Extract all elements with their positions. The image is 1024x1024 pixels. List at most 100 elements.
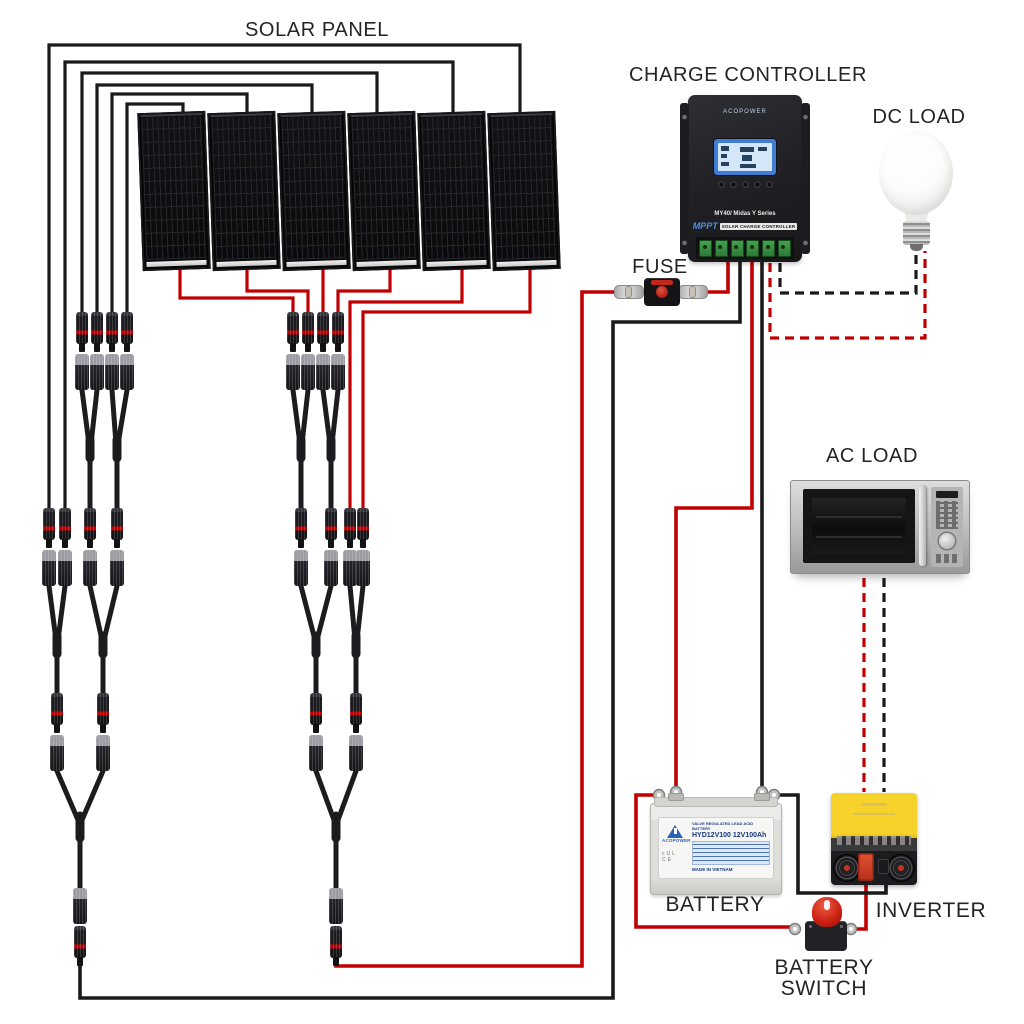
fuse-button	[656, 286, 668, 298]
wire-segment	[361, 262, 532, 510]
mc4-connector-female	[324, 550, 338, 586]
battery-switch-label-line2: SWITCH	[780, 977, 868, 1000]
inverter-negative-terminal	[878, 859, 889, 874]
microwave-lower-buttons	[936, 554, 958, 563]
panel-frame-foot	[426, 259, 487, 268]
panel-cells	[211, 115, 277, 261]
mc4-connector-female	[286, 354, 300, 390]
controller-button	[729, 181, 737, 188]
solar-panel-4	[347, 110, 421, 272]
controller-brand: ACOPOWER	[723, 109, 767, 115]
mc4-connector-male	[295, 508, 307, 548]
controller-button	[717, 181, 725, 188]
controller-terminal	[746, 239, 760, 257]
lcd-panel-icon	[721, 146, 729, 151]
mc4-connector-female	[83, 550, 97, 586]
mc4-connector-female	[329, 888, 343, 924]
solar-panel-3	[277, 110, 351, 272]
mc4-connector-male	[287, 312, 299, 352]
battery: ACOPOWER cUL CE VALVE REGULATED LEAD ACI…	[650, 793, 782, 895]
fuse-left-connector	[614, 285, 644, 299]
microwave-handle	[919, 486, 926, 566]
wire-segment	[80, 71, 379, 315]
wire-segment	[88, 387, 100, 447]
bulb-screw-base	[903, 221, 930, 245]
wire-segment	[335, 768, 359, 823]
inverter-fan-left	[834, 855, 860, 881]
mc4-connector-male	[106, 312, 118, 352]
mc4-connector-male	[310, 693, 322, 733]
battery-spec-box	[692, 841, 770, 865]
mc4-connector-male	[317, 312, 329, 352]
mc4-connector-male	[121, 312, 133, 352]
wire-segment	[79, 387, 92, 447]
mc4-connector-male	[330, 926, 342, 966]
dc-load-label: DC LOAD	[872, 106, 966, 128]
ac-load-microwave	[790, 480, 970, 574]
panel-cells	[141, 115, 207, 261]
controller-button	[765, 181, 773, 188]
controller-badge: MPPT SOLAR CHARGE CONTROLLER	[688, 221, 802, 231]
mc4-connector-female	[294, 550, 308, 586]
wire-segment	[776, 793, 888, 895]
microwave-display	[936, 491, 958, 498]
mc4-connector-female	[309, 735, 323, 771]
solar-panel-6	[487, 110, 561, 272]
controller-button	[741, 181, 749, 188]
wire-segment	[348, 258, 464, 510]
wire-segment	[110, 92, 249, 315]
mc4-connector-female	[58, 550, 72, 586]
controller-model: MY40/ Midas Y Series	[714, 211, 776, 217]
mc4-connector-male	[344, 508, 356, 548]
battery-positive-post	[668, 793, 684, 801]
wire-segment	[245, 258, 310, 315]
charge-controller-label: CHARGE CONTROLLER	[628, 64, 868, 86]
mc4-connector-female	[42, 550, 56, 586]
wire-segment	[853, 884, 868, 931]
wire-segment	[87, 583, 105, 643]
mc4-connector-male	[332, 312, 344, 352]
panel-cells	[351, 115, 417, 261]
wire-segment	[46, 583, 59, 643]
wire-segment	[768, 251, 927, 340]
controller-mount-ear-right	[801, 103, 810, 254]
wire-segment	[290, 387, 303, 447]
acopower-logo-icon-stripe	[673, 828, 677, 834]
controller-mount-ear-left	[680, 103, 689, 254]
mc4-connector-male	[76, 312, 88, 352]
wire-segment	[298, 583, 318, 643]
mc4-connector-female	[331, 354, 345, 390]
mc4-connector-male	[59, 508, 71, 548]
fuse-right-connector	[678, 285, 708, 299]
controller-terminal	[762, 239, 776, 257]
wire-segment	[329, 387, 341, 447]
mc4-connector-male	[43, 508, 55, 548]
mc4-connector-female	[90, 354, 104, 390]
wire-segment	[634, 793, 793, 929]
mc4-connector-female	[105, 354, 119, 390]
battery-label-text: VALVE REGULATED LEAD ACID BATTERY HYD12V…	[692, 821, 770, 872]
mc4-connector-male	[357, 508, 369, 548]
panel-frame-foot	[356, 259, 417, 268]
battery-brand-logo: ACOPOWER	[662, 825, 691, 843]
mc4-connector-female	[73, 888, 87, 924]
microwave-shelf-line	[816, 516, 902, 518]
battery-label-sticker: ACOPOWER cUL CE VALVE REGULATED LEAD ACI…	[658, 817, 774, 879]
microwave-door	[803, 489, 915, 563]
microwave-window	[812, 498, 906, 554]
wire-segment	[47, 43, 522, 510]
panel-frame-foot	[146, 259, 207, 268]
wire-segment	[109, 387, 119, 447]
mc4-connector-female	[301, 354, 315, 390]
mc4-connector-male	[97, 693, 109, 733]
wire-segment	[320, 387, 333, 447]
wire-segment	[704, 262, 730, 294]
battery-brand-text: ACOPOWER	[662, 838, 691, 843]
wire-segment	[101, 583, 120, 643]
battery-type-text: VALVE REGULATED LEAD ACID BATTERY	[692, 821, 754, 831]
wire-segment	[354, 583, 366, 643]
inverter-spec-mark	[853, 813, 895, 815]
wire-segment	[54, 768, 81, 823]
mppt-badge: MPPT	[692, 221, 718, 231]
